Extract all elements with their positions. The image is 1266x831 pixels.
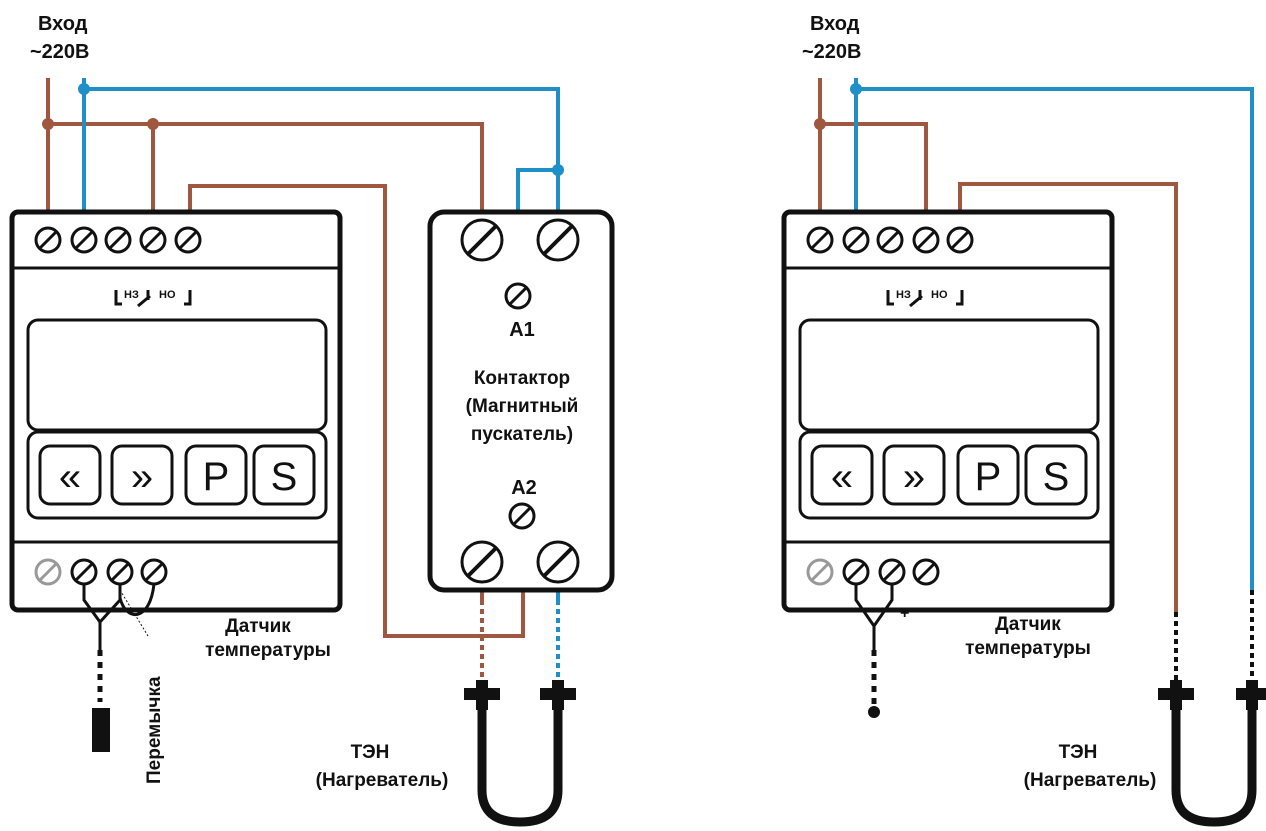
svg-text:«: «: [59, 455, 81, 499]
heater-element: [464, 680, 576, 827]
terminal-screw: [106, 558, 134, 586]
contactor-device: А1 А2 Контактор (Магнитный пускатель): [427, 209, 615, 593]
heater-label-line1: ТЭН: [1059, 742, 1098, 763]
terminal-screw-unused: [34, 558, 62, 586]
jumper-wire: [118, 583, 156, 616]
next-button[interactable]: »: [110, 444, 174, 506]
coil-terminal-a1: [504, 282, 532, 310]
next-button[interactable]: »: [882, 444, 946, 506]
sensor-plus-label: +: [900, 605, 909, 622]
display-screen: [26, 318, 328, 432]
thermostat-device: НЗ НО « » P S: [9, 209, 343, 613]
relay-nc-label: НЗ: [124, 289, 139, 301]
relay-symbol: НЗ НО: [114, 289, 192, 308]
terminal-screw: [946, 226, 974, 254]
heater-label-line2: (Нагреватель): [1024, 770, 1157, 791]
contactor-label-line3: пускатель): [471, 424, 573, 445]
left-diagram: Вход ~220В: [9, 13, 615, 827]
input-label: Вход: [810, 13, 860, 35]
phase-wires: [42, 78, 525, 688]
terminal-screw: [139, 226, 167, 254]
svg-text:«: «: [831, 455, 853, 499]
terminal-screw: [842, 226, 870, 254]
svg-text:P: P: [975, 455, 1002, 499]
display-screen: [798, 318, 1100, 432]
svg-text:»: »: [903, 455, 925, 499]
right-diagram: Вход ~220В: [781, 13, 1266, 827]
contactor-a2-label: А2: [511, 477, 537, 499]
junction-dot: [850, 83, 862, 95]
s-button[interactable]: S: [252, 444, 316, 506]
coil-terminal-a2: [508, 502, 536, 530]
terminal-screw-unused: [806, 558, 834, 586]
input-voltage-label: ~220В: [30, 41, 90, 63]
relay-no-label: НО: [931, 289, 948, 301]
terminal-screw: [174, 226, 202, 254]
terminal-screw: [70, 226, 98, 254]
terminal-screw: [140, 558, 168, 586]
contactor-terminal: [536, 218, 580, 262]
neutral-wires: [78, 78, 564, 688]
input-label: Вход: [38, 13, 88, 35]
svg-text:P: P: [203, 455, 230, 499]
junction-dot: [42, 118, 54, 130]
terminal-screw: [70, 558, 98, 586]
heater-label-line1: ТЭН: [351, 742, 390, 763]
contactor-terminal: [460, 540, 504, 584]
contactor-a1-label: А1: [509, 319, 535, 341]
heater-label-line2: (Нагреватель): [316, 770, 449, 791]
sensor-probe: [92, 708, 110, 752]
junction-dot: [147, 118, 159, 130]
contactor-label-line2: (Магнитный: [466, 396, 579, 417]
input-voltage-label: ~220В: [802, 41, 862, 63]
contactor-terminal: [460, 218, 504, 262]
heater-element: [1158, 680, 1266, 827]
sensor-label-line1: Датчик: [225, 616, 291, 637]
junction-dot: [814, 118, 826, 130]
terminal-screw: [878, 558, 906, 586]
temperature-sensor: [82, 583, 156, 752]
sensor-label-line2: температуры: [205, 640, 331, 661]
relay-no-label: НО: [159, 289, 176, 301]
svg-text:S: S: [1043, 455, 1070, 499]
thermostat-device: НЗ НО « » P S: [781, 209, 1115, 613]
contactor-label-line1: Контактор: [474, 368, 570, 389]
terminal-screw: [34, 226, 62, 254]
terminal-screw: [104, 226, 132, 254]
terminal-screw: [806, 226, 834, 254]
button-panel: [26, 430, 328, 520]
terminal-screw: [842, 558, 870, 586]
prev-button[interactable]: «: [810, 444, 874, 506]
terminal-screw: [912, 226, 940, 254]
prev-button[interactable]: «: [38, 444, 102, 506]
svg-text:S: S: [271, 455, 298, 499]
terminal-screw: [876, 226, 904, 254]
button-panel: [798, 430, 1100, 520]
junction-dot: [78, 83, 90, 95]
s-button[interactable]: S: [1024, 444, 1088, 506]
sensor-label-line2: температуры: [965, 638, 1091, 659]
temperature-sensor: +: [854, 584, 909, 718]
p-button[interactable]: P: [184, 444, 248, 506]
contactor-terminal: [536, 540, 580, 584]
jumper-label: Перемычка: [144, 676, 165, 784]
sensor-probe: [868, 706, 880, 718]
terminal-screw: [912, 558, 940, 586]
svg-text:»: »: [131, 455, 153, 499]
sensor-label-line1: Датчик: [995, 614, 1061, 635]
relay-nc-label: НЗ: [896, 289, 911, 301]
p-button[interactable]: P: [956, 444, 1020, 506]
junction-dot: [552, 164, 564, 176]
relay-symbol: НЗ НО: [886, 289, 964, 308]
